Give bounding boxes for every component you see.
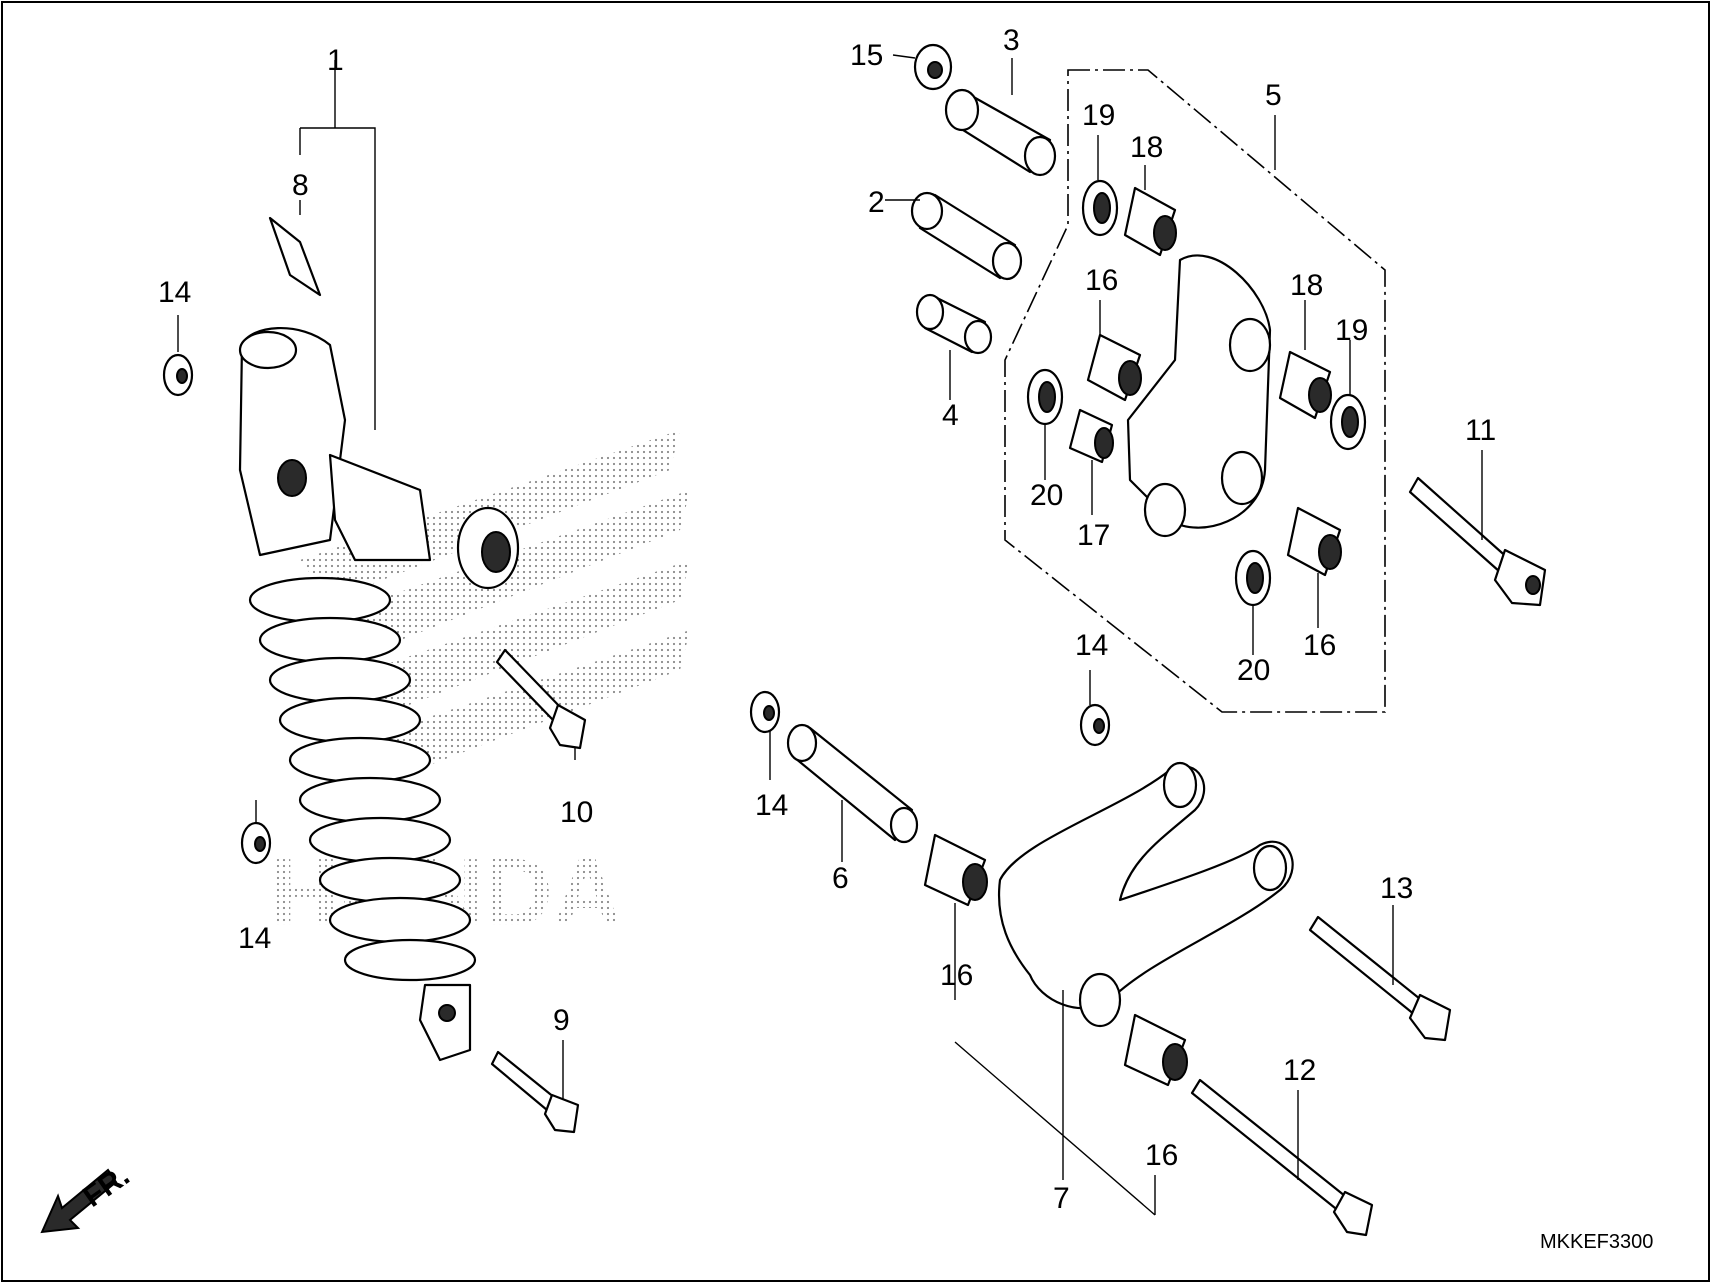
needle-bearing-18-right[interactable] bbox=[1278, 350, 1332, 420]
callout-18: 18 bbox=[1130, 131, 1163, 164]
callout-14: 14 bbox=[755, 789, 788, 822]
callout-4: 4 bbox=[942, 399, 959, 432]
preload-adjuster-knob[interactable] bbox=[456, 506, 520, 590]
callout-20: 20 bbox=[1237, 654, 1270, 687]
needle-bearing-16-lower-right[interactable] bbox=[1123, 1013, 1188, 1087]
callout-10: 10 bbox=[560, 796, 593, 829]
bolt-10[interactable] bbox=[495, 648, 587, 750]
leader-lines bbox=[177, 54, 1483, 1216]
callout-14: 14 bbox=[158, 276, 191, 309]
callout-7: 7 bbox=[1053, 1182, 1070, 1215]
drawing-code: MKKEF3300 bbox=[1540, 1231, 1653, 1253]
rear-shock-absorber[interactable] bbox=[238, 326, 520, 1062]
bolt-13[interactable] bbox=[1308, 915, 1452, 1042]
callout-19: 19 bbox=[1335, 314, 1368, 347]
nut-15[interactable] bbox=[913, 43, 953, 91]
bolt-11[interactable] bbox=[1408, 476, 1547, 607]
shock-spring bbox=[248, 576, 477, 982]
callout-5: 5 bbox=[1265, 79, 1282, 112]
callout-11: 11 bbox=[1465, 414, 1496, 447]
callout-13: 13 bbox=[1380, 872, 1413, 905]
needle-bearing-18-upper[interactable] bbox=[1123, 186, 1177, 257]
flange-nut-right[interactable] bbox=[1079, 703, 1111, 747]
callout-6: 6 bbox=[832, 862, 849, 895]
flange-nut-upper-left[interactable] bbox=[162, 353, 194, 397]
cushion-arm[interactable] bbox=[998, 761, 1294, 1028]
front-direction-arrow: FR. bbox=[40, 1159, 136, 1234]
callout-16: 16 bbox=[1303, 629, 1336, 662]
callout-3: 3 bbox=[1003, 24, 1020, 57]
callout-14: 14 bbox=[1075, 629, 1108, 662]
callout-15: 15 bbox=[850, 39, 883, 72]
callout-14: 14 bbox=[238, 922, 271, 955]
callout-12: 12 bbox=[1283, 1054, 1316, 1087]
needle-bearing-16-upper[interactable] bbox=[1086, 333, 1142, 402]
dust-seal-19-upper[interactable] bbox=[1081, 179, 1119, 237]
needle-bearing-16-right[interactable] bbox=[1286, 506, 1342, 577]
collar-3[interactable] bbox=[944, 88, 1057, 177]
flange-nut-lower-left[interactable] bbox=[240, 821, 272, 865]
callout-18: 18 bbox=[1290, 269, 1323, 302]
dust-seal-19-right[interactable] bbox=[1329, 393, 1367, 451]
callout-16: 16 bbox=[1085, 264, 1118, 297]
callout-17: 17 bbox=[1077, 519, 1110, 552]
callout-19: 19 bbox=[1082, 99, 1115, 132]
callout-20: 20 bbox=[1030, 479, 1063, 512]
dust-seal-20-left[interactable] bbox=[1026, 368, 1064, 426]
caution-label[interactable] bbox=[268, 216, 322, 297]
callout-16: 16 bbox=[940, 959, 973, 992]
callout-2: 2 bbox=[868, 186, 885, 219]
bolt-12[interactable] bbox=[1190, 1078, 1374, 1237]
needle-bearing-16-lower-left[interactable] bbox=[923, 833, 988, 907]
callout-16: 16 bbox=[1145, 1139, 1178, 1172]
bolt-9[interactable] bbox=[490, 1050, 580, 1134]
dust-seal-20-lower[interactable] bbox=[1234, 549, 1272, 607]
callout-1: 1 bbox=[327, 44, 344, 77]
collar-2[interactable] bbox=[910, 191, 1023, 281]
needle-bearing-17[interactable] bbox=[1068, 408, 1114, 464]
flange-nut-center[interactable] bbox=[749, 690, 781, 734]
collar-4[interactable] bbox=[915, 293, 993, 355]
callout-numbers: 1 8 14 10 14 9 15 3 2 4 5 19 18 16 18 19… bbox=[158, 24, 1496, 1215]
collar-6[interactable] bbox=[786, 723, 919, 844]
callout-8: 8 bbox=[292, 169, 309, 202]
part-5-group-outline bbox=[1004, 69, 1386, 713]
callout-9: 9 bbox=[553, 1004, 570, 1037]
cushion-connecting-rod[interactable] bbox=[1126, 254, 1272, 538]
